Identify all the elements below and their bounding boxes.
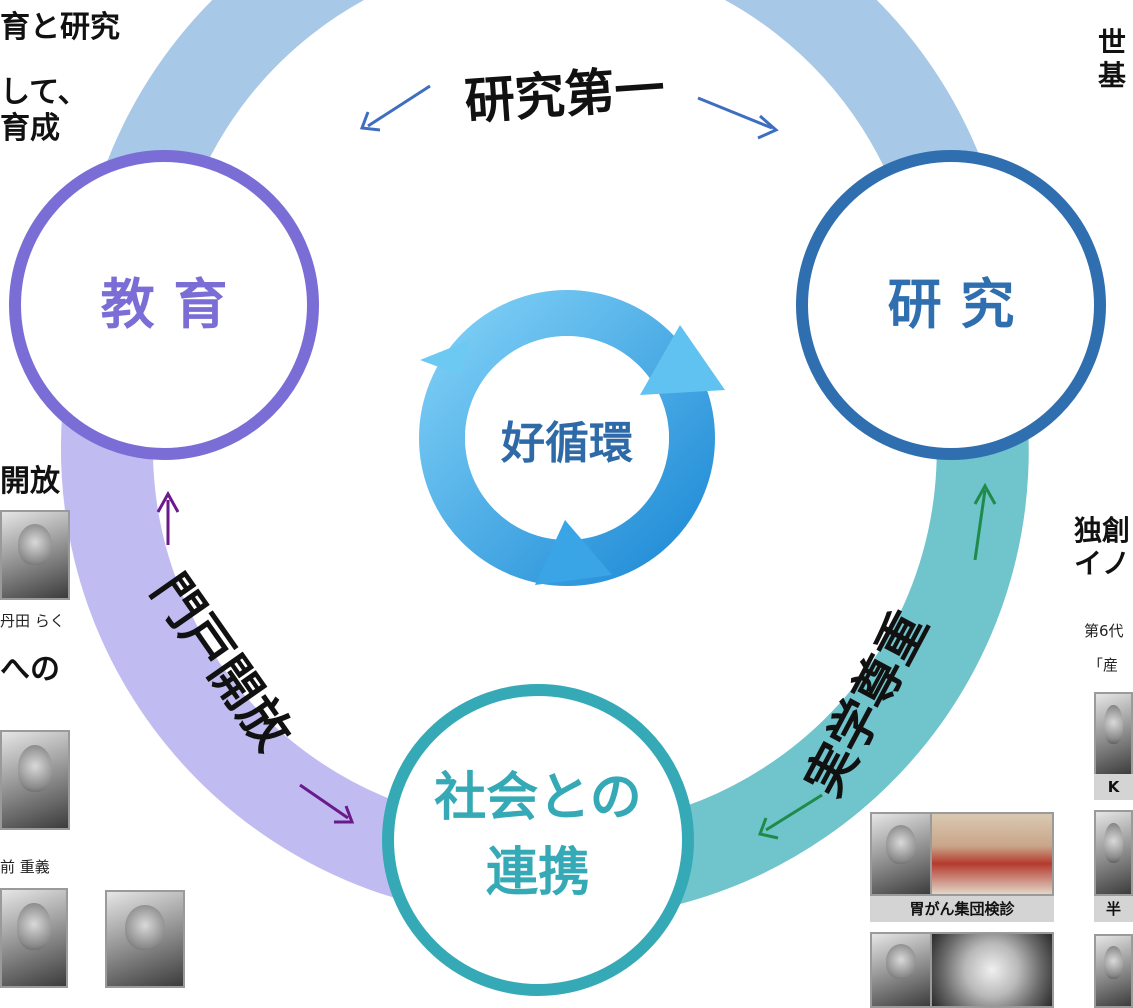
right-heading-1: 世 基 xyxy=(1098,26,1126,92)
hard-disk-photo xyxy=(930,932,1054,1008)
node-research-label: 研 究 xyxy=(888,273,1015,336)
left-caption-1: 丹田 らく xyxy=(0,612,65,630)
right-heading-1-line2: 基 xyxy=(1098,59,1127,93)
cycle-icon: 好循環 xyxy=(419,290,725,586)
portrait-photo-5 xyxy=(1094,692,1133,776)
portrait-photo-1 xyxy=(0,510,70,600)
right-heading-2: 独創 イノ xyxy=(1074,514,1130,580)
left-heading-2: 開放 xyxy=(0,464,60,499)
left-heading-1-line3: 育成 xyxy=(0,110,60,146)
left-heading-1-line1: 育と研究 xyxy=(0,10,120,45)
right-sub-2: 「産 xyxy=(1088,656,1119,674)
inventor-portrait-photo xyxy=(870,932,932,1008)
screening-bus-photo xyxy=(930,812,1054,896)
portrait-photo-6 xyxy=(1094,810,1133,896)
node-society-label-2: 連携 xyxy=(486,843,590,903)
portrait-photo-4 xyxy=(105,890,185,988)
gastric-screening-caption: 胃がん集団検診 xyxy=(870,896,1054,922)
right-photo-caption-2: 半 xyxy=(1094,896,1133,922)
portrait-photo-2 xyxy=(0,730,70,830)
right-photo-caption-1: K xyxy=(1094,774,1133,800)
node-research: 研 究 xyxy=(796,150,1106,460)
left-heading-3: への xyxy=(0,652,60,687)
cycle-label: 好循環 xyxy=(500,418,633,469)
right-heading-2-line2: イノ xyxy=(1074,547,1131,581)
left-caption-2: 前 重義 xyxy=(0,858,50,876)
arc-education-research xyxy=(89,0,1000,241)
right-sub-1: 第6代 xyxy=(1084,622,1124,640)
node-society: 社会との 連携 xyxy=(382,684,694,996)
edge-right-arrows xyxy=(757,482,997,840)
left-heading-1-line2: して、 xyxy=(0,75,88,111)
doctor-portrait-photo xyxy=(870,812,932,896)
left-heading-1: 育と研究 して、 育成 xyxy=(0,10,120,146)
node-society-label-1: 社会との xyxy=(434,768,641,828)
edge-label-top: 研究第一 xyxy=(463,59,667,131)
right-heading-2-line1: 独創 xyxy=(1074,514,1131,547)
edge-top-arrows xyxy=(359,84,779,140)
node-education-label: 教 育 xyxy=(101,273,228,336)
right-heading-1-line1: 世 xyxy=(1098,26,1127,59)
node-education: 教 育 xyxy=(9,150,319,460)
portrait-photo-7 xyxy=(1094,934,1133,1008)
edge-left-arrows xyxy=(156,490,355,824)
portrait-photo-3 xyxy=(0,888,68,988)
